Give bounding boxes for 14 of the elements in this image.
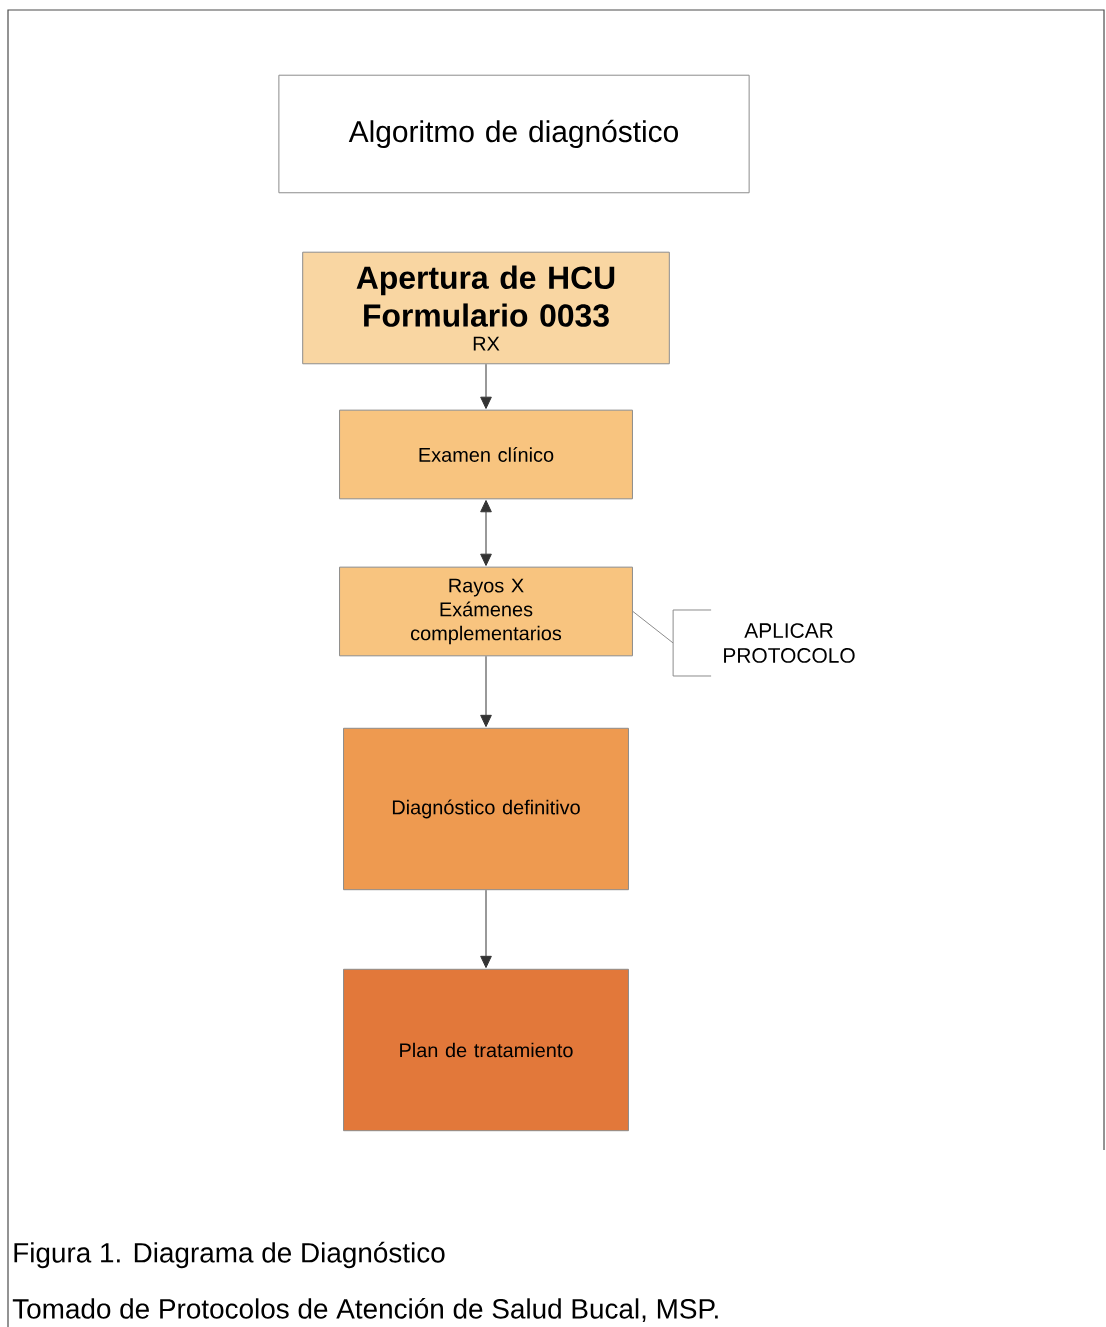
process-box: Plan de tratamiento [343, 968, 629, 1132]
process-box: Apertura de HCU Formulario 0033 RX [302, 251, 670, 365]
arrow [480, 500, 492, 566]
arrow [480, 363, 492, 409]
arrow [480, 655, 492, 728]
arrow [480, 889, 492, 969]
caption: Figura 1. Diagrama de Diagnóstico [14, 1241, 445, 1269]
leader-line [632, 611, 674, 644]
process-box: Diagnóstico definitivo [343, 727, 629, 891]
callout-text: APLICAR PROTOCOLO [724, 623, 855, 663]
source-note: Tomado de Protocolos de Atención de Salud Bucal, MSP. [12, 1297, 718, 1323]
process-box: Examen clínico [339, 409, 633, 500]
title-box: Algoritmo de diagnóstico [278, 74, 750, 194]
process-box: Rayos X Exámenes complementarios [339, 566, 633, 657]
